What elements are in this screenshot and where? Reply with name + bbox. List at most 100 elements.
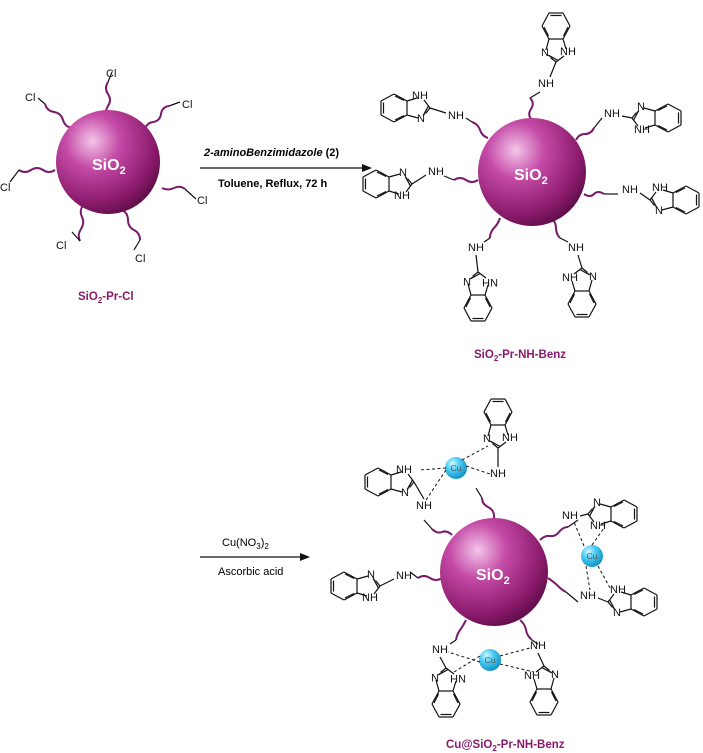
amine-nh-atom: NH xyxy=(416,500,432,512)
sphere-label: SiO2 xyxy=(514,167,548,187)
aminobenzimidazole-arm: NH N NH xyxy=(580,584,658,619)
aminobenzimidazole-arm: NH N NH xyxy=(604,101,682,136)
imidazole-nh-atom: NH xyxy=(396,464,412,476)
imidazole-nh-atom: NH xyxy=(560,46,576,58)
coordination-bond xyxy=(425,469,447,501)
coordination-bond xyxy=(499,663,535,673)
silica-sphere xyxy=(440,518,548,626)
benzimidazole-unit: NNH xyxy=(330,569,381,604)
imidazole-nh-atom: NH xyxy=(412,90,428,102)
imidazole-nh-atom: NH xyxy=(482,276,498,288)
aminobenzimidazole-arm: NH N NH xyxy=(622,182,700,217)
cl-atom: Cl xyxy=(182,99,192,111)
step2-reagent-a: Cu(NO3)2 xyxy=(222,537,269,551)
amine-nh-atom: NH xyxy=(396,570,412,582)
imidazole-n-atom: N xyxy=(401,487,409,499)
imidazole-nh-atom: NH xyxy=(524,670,540,682)
amine-nh-atom: NH xyxy=(530,640,546,652)
imidazole-n-atom: N xyxy=(613,607,621,619)
cl-atom: Cl xyxy=(56,240,66,252)
coordination-bond xyxy=(465,465,491,475)
copper-label: Cu xyxy=(485,655,496,665)
coordination-bond xyxy=(499,647,531,657)
linker-chains xyxy=(443,91,618,243)
imidazole-nh-atom: NH xyxy=(562,272,578,284)
amine-nh-atom: NH xyxy=(468,242,484,254)
silica-sphere xyxy=(478,118,586,226)
step1-conditions: Toluene, Reflux, 72 h xyxy=(218,178,327,190)
aminobenzimidazole-arm: NH N NH xyxy=(524,640,559,716)
sphere-label: SiO2 xyxy=(476,567,510,587)
amine-nh-atom: NH xyxy=(538,78,554,90)
coordination-bond xyxy=(585,565,591,591)
aminobenzimidazole-arm: NH N NH xyxy=(538,12,576,90)
cl-atom: Cl xyxy=(0,182,10,194)
coordination-bond xyxy=(591,527,605,546)
benzimidazole-unit: N NH xyxy=(541,12,576,63)
imidazole-nh-atom: NH xyxy=(394,190,410,202)
imidazole-n-atom: N xyxy=(655,205,663,217)
intermediate-label: SiO2-Pr-NH-Benz xyxy=(474,349,566,363)
copper-ion: Cu xyxy=(581,545,603,567)
imidazole-n-atom: N xyxy=(483,433,491,445)
imidazole-n-atom: N xyxy=(417,113,425,125)
reaction-arrow-2 xyxy=(200,553,310,561)
imidazole-nh-atom: NH xyxy=(362,592,378,604)
imidazole-n-atom: N xyxy=(551,669,559,681)
amine-nh-atom: NH xyxy=(490,468,506,480)
benzimidazole-unit: N NH xyxy=(463,271,498,322)
cl-atom: Cl xyxy=(25,92,35,104)
amine-nh-atom: NH xyxy=(580,590,596,602)
copper-label: Cu xyxy=(587,551,598,561)
amine-nh-atom: NH xyxy=(568,242,584,254)
aminobenzimidazole-arm: NHN NH xyxy=(562,497,638,532)
copper-sphere xyxy=(445,457,467,479)
benzimidazole-unit: N NH xyxy=(364,464,415,499)
benzimidazole-unit: N NH xyxy=(587,497,638,532)
aminobenzimidazole-arm: NH N NH xyxy=(380,90,464,125)
benzimidazole-unit: N NH xyxy=(380,90,431,125)
linker-chains xyxy=(9,71,197,251)
coordination-bond xyxy=(597,565,611,589)
benzimidazole-unit: N NH xyxy=(649,182,700,217)
start-material-label: SiO2-Pr-Cl xyxy=(78,291,134,305)
amine-nh-atom: NH xyxy=(432,644,448,656)
aminobenzimidazole-arm: NH N NH xyxy=(362,166,444,202)
cl-atom: Cl xyxy=(135,253,145,265)
aminobenzimidazole-arm: NH N NH xyxy=(562,242,597,318)
step2-reagent-b: Ascorbic acid xyxy=(218,566,283,578)
imidazole-nh-atom: NH xyxy=(652,182,668,194)
benzimidazole-unit: N NH xyxy=(631,101,682,136)
imidazole-nh-atom: NH xyxy=(610,584,626,596)
imidazole-nh-atom: NH xyxy=(590,520,606,532)
benzimidazole-unit: N NH xyxy=(362,167,413,202)
amine-nh-atom: NH xyxy=(622,184,638,196)
coordination-bond xyxy=(419,467,447,471)
imidazole-n-atom: N xyxy=(637,101,645,113)
imidazole-n-atom: N xyxy=(399,167,407,179)
aminobenzimidazole-arm: NH N NH xyxy=(364,464,432,512)
sio2-pr-nh-benz-structure: SiO2 NH N NH NH N NH NH N NH NH N NH NH N NH NH N NH NH N NH xyxy=(362,12,700,322)
step1-reagent: 2-aminoBenzimidazole (2) xyxy=(203,147,339,159)
imidazole-n-atom: N xyxy=(463,275,471,287)
copper-ion: Cu xyxy=(479,649,501,671)
copper-label: Cu xyxy=(451,463,462,473)
aminobenzimidazole-arm: NH N NH xyxy=(463,242,498,322)
imidazole-nh-atom: NH xyxy=(634,124,650,136)
imidazole-n-atom: N xyxy=(541,47,549,59)
reaction-arrow-1 xyxy=(200,164,372,172)
imidazole-n-atom: N xyxy=(593,497,601,509)
amine-nh-atom: NH xyxy=(448,110,464,122)
benzimidazole-unit: N NH xyxy=(562,267,597,318)
imidazole-n-atom: N xyxy=(589,271,597,283)
benzimidazole-unit: N NH xyxy=(524,665,559,716)
imidazole-nh-atom: NH xyxy=(450,672,466,684)
amine-nh-atom: NH xyxy=(428,166,444,178)
amine-nh-atom: NH xyxy=(604,108,620,120)
